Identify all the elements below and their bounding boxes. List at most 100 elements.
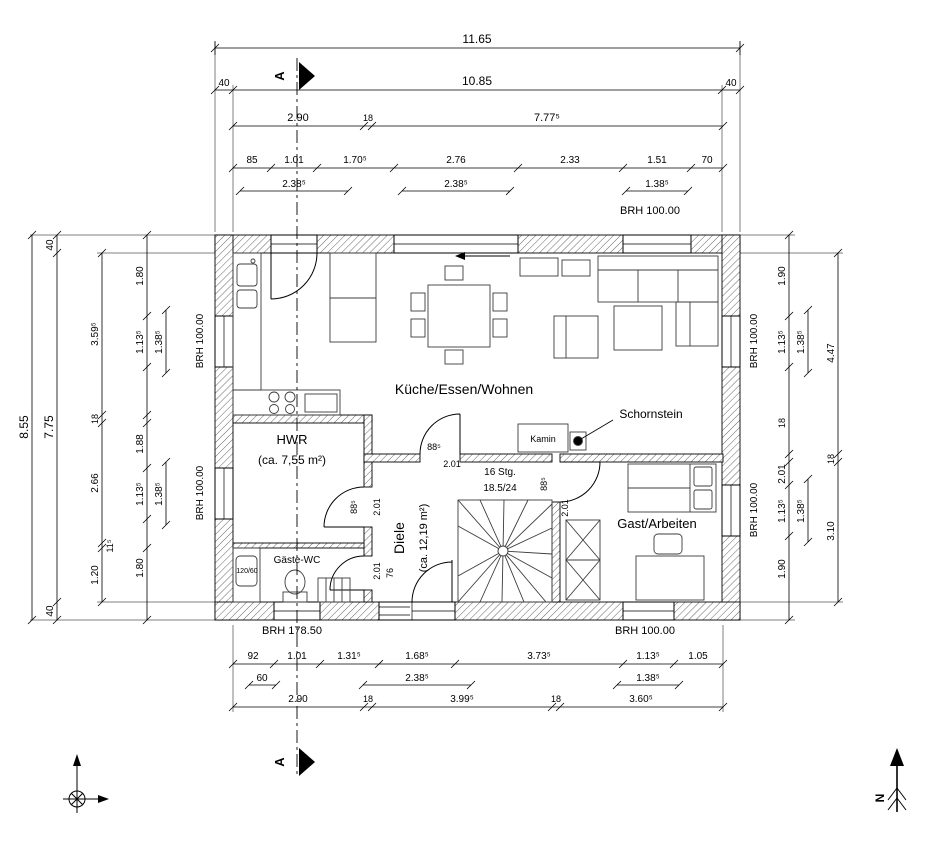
dim-label: 18: [363, 694, 373, 704]
chair: [444, 349, 464, 365]
dim-label: 40: [218, 78, 230, 89]
dim-label: 7.77⁵: [534, 112, 560, 124]
vanity: [232, 547, 261, 603]
kitchen-counter: [232, 252, 341, 416]
tv-board: [519, 257, 591, 277]
dim-label: 1.70⁵: [343, 155, 367, 166]
door-size-label: 2.01: [560, 499, 570, 517]
room-label-hwr: HWR: [276, 432, 307, 447]
dim-label: 1.13⁵: [636, 651, 660, 662]
dim-label: 1.90: [777, 266, 788, 286]
sofa: [597, 255, 719, 303]
faucet: [250, 258, 256, 264]
stove-burner: [268, 391, 280, 403]
dim-label: 1.51: [647, 155, 667, 166]
dim-label: 1.01: [284, 155, 304, 166]
room-label-wc: Gäste-WC: [274, 555, 321, 566]
terrace-door: [270, 252, 318, 300]
dim-label: 92: [247, 651, 259, 662]
doors: [270, 252, 601, 603]
brh-label: BRH 100.00: [195, 313, 206, 368]
door-size-label: 2.01: [443, 459, 461, 469]
dim-label: 40: [45, 605, 56, 617]
door-size-label: 76: [385, 568, 395, 578]
chair: [492, 318, 508, 338]
section-marker-top-icon: [299, 62, 315, 90]
schornstein-dot: [573, 436, 583, 446]
dim-label: 18: [777, 418, 787, 428]
dim-label: 1.31⁵: [337, 651, 361, 662]
pillow: [693, 466, 713, 487]
door-size-label: 88⁵: [349, 500, 359, 514]
stove-burner: [284, 391, 296, 403]
wardrobe: [565, 519, 601, 601]
walls: [214, 234, 741, 621]
stove-burner: [285, 404, 295, 414]
schornstein-leader: [580, 419, 614, 440]
chair: [492, 292, 508, 312]
room-label-diele: Diele: [391, 522, 407, 554]
door-size-label: 2.01: [372, 562, 382, 580]
dim-label: 2.90: [287, 112, 308, 124]
dim-label: 18: [90, 414, 100, 424]
staircase: [457, 499, 553, 603]
room-label-kitchen-living: Küche/Essen/Wohnen: [395, 381, 533, 397]
desk-chair: [653, 533, 683, 555]
living-diele-door: [419, 413, 461, 455]
dining-set: [410, 265, 508, 365]
section-line: [296, 58, 315, 776]
compass-icon: [63, 754, 109, 813]
north-arrow-icon: [887, 748, 907, 812]
dim-label: 3.99⁵: [450, 694, 474, 705]
wc-fixtures: [232, 547, 351, 603]
north-label: N: [873, 794, 887, 803]
section-label-top: A: [272, 71, 287, 81]
toilet-tank: [282, 591, 308, 603]
dim-label: 7.75: [42, 415, 56, 439]
dim-label: 18: [551, 694, 561, 704]
entry-door: [411, 560, 453, 603]
dim-label: 2.01: [777, 464, 788, 484]
dim-label: 1.13⁵: [135, 330, 146, 354]
dim-label: 40: [725, 78, 737, 89]
dim-label: 70: [701, 155, 713, 166]
dim-label: 1.13⁵: [777, 330, 788, 354]
dim-label: 1.90: [777, 559, 788, 579]
pillow: [693, 489, 713, 510]
dim-label: 1.20: [90, 565, 101, 585]
kamin-label: Kamin: [530, 434, 556, 444]
wc-door: [329, 555, 365, 591]
top-wall-arrow: [455, 252, 510, 260]
dim-label: 1.68⁵: [405, 651, 429, 662]
dim-label: 1.38⁵: [796, 499, 807, 523]
door-size-label: 2.01: [372, 498, 382, 516]
sofa-group: [553, 255, 719, 359]
stair-center: [497, 545, 509, 557]
furniture: [232, 252, 719, 603]
wash-basin: [235, 555, 258, 587]
kitchen-island: [329, 252, 377, 343]
dim-label: 60: [256, 673, 268, 684]
vanity-size-label: 120/60: [236, 568, 258, 575]
extension-lines: [30, 42, 843, 712]
dim-label: 18: [826, 454, 836, 464]
dim-label: 1.38⁵: [645, 179, 669, 190]
dim-label: 2.66: [90, 473, 101, 493]
room-area-diele: (ca. 12,19 m²): [418, 504, 430, 572]
dim-label: 2.33: [560, 155, 580, 166]
bed: [627, 463, 717, 513]
dim-label: 3.59⁵: [90, 322, 101, 346]
brh-label: BRH 100.00: [195, 465, 206, 520]
arrow-head-icon: [455, 252, 465, 260]
brh-label: BRH 100.00: [620, 205, 680, 217]
gast-door: [559, 461, 601, 503]
door-size-label: 88⁵: [427, 442, 441, 452]
toilet-bowl: [284, 569, 306, 595]
room-area-hwr: (ca. 7,55 m²): [258, 453, 326, 467]
dim-label: 18: [363, 113, 373, 123]
chair: [410, 292, 426, 312]
kamin-box: [517, 423, 569, 453]
dim-label: 1.38⁵: [154, 482, 165, 506]
